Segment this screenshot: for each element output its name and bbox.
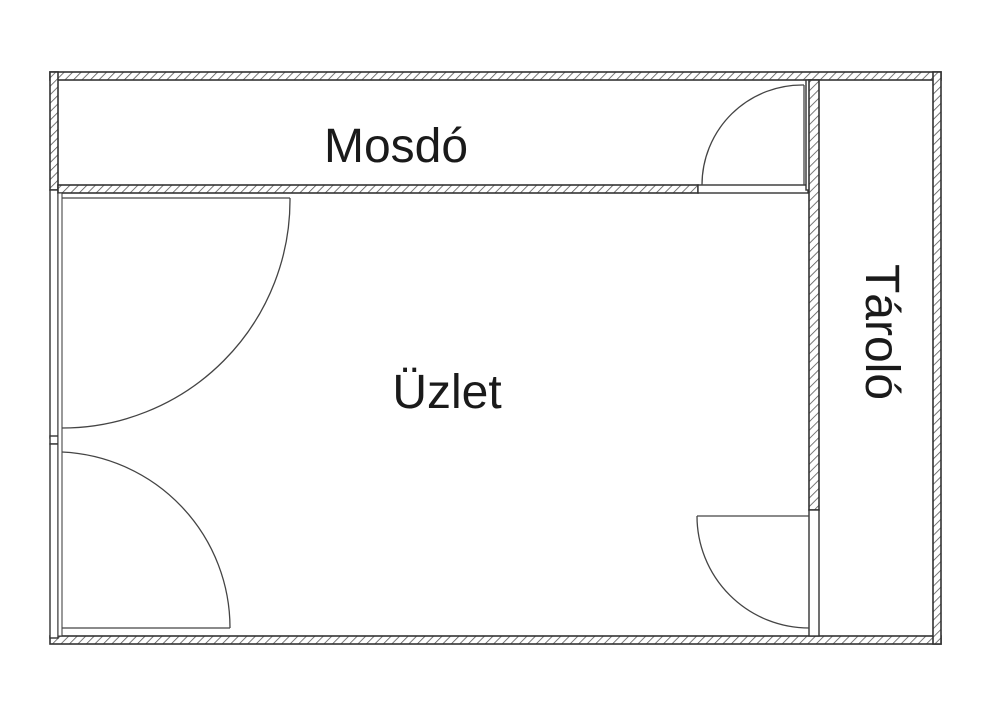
entrance-frame-upper (49, 189, 59, 439)
outer-wall-right (932, 71, 942, 645)
wall-mosdo-uzlet (57, 184, 699, 194)
room-label-tarolo: Tároló (855, 264, 908, 400)
outer-wall-top (49, 71, 942, 81)
outer-wall-left-top (49, 71, 59, 191)
entrance-frame-lower (49, 443, 59, 639)
wall-storage-door-frame (808, 509, 820, 637)
wall-storage (808, 79, 820, 511)
wall-left-inner-strip (57, 192, 63, 637)
room-label-uzlet: Üzlet (392, 366, 501, 419)
outer-wall-bottom (49, 635, 942, 645)
wall-mosdo-door-threshold (697, 184, 809, 194)
door-entrance-lower (61, 451, 231, 629)
room-label-mosdo: Mosdó (324, 120, 468, 173)
entrance-frame-mullion (49, 435, 59, 445)
door-mosdo (701, 84, 805, 186)
door-entrance-upper (61, 197, 291, 429)
door-tarolo (696, 515, 810, 629)
